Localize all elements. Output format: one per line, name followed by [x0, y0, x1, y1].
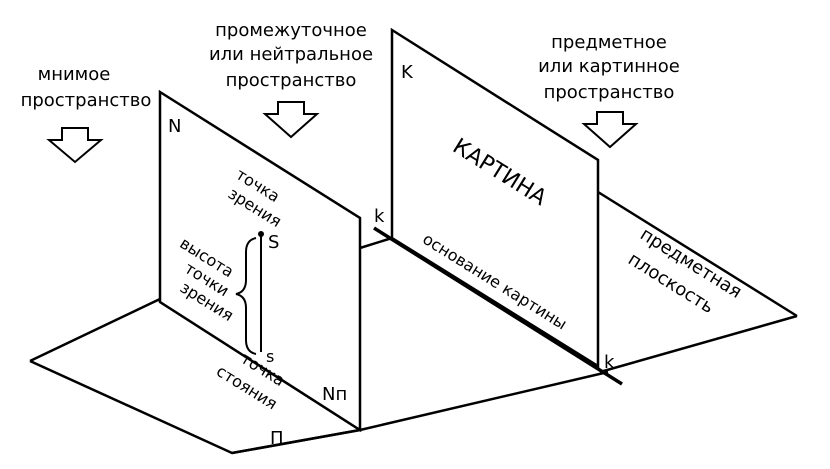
- intermediate-space-line1: промежуточное: [215, 20, 367, 41]
- picture-plane: [390, 27, 600, 369]
- label-K: K: [401, 62, 414, 83]
- ground-plane-right-edge: [359, 370, 609, 432]
- object-space-line2: или картинное: [538, 56, 680, 77]
- label-N: N: [168, 116, 181, 137]
- label-k-top: k: [374, 206, 385, 227]
- imaginary-space-line1: мнимое: [38, 64, 111, 85]
- ground-plane-back-edge: [359, 236, 393, 250]
- intermediate-space-line2: или нейтральное: [209, 44, 373, 65]
- ground-plane-front-edge: [231, 428, 361, 455]
- object-plane-outer-edge: [597, 190, 798, 318]
- point-S-dot: [258, 231, 264, 237]
- object-space-line3: пространство: [544, 82, 675, 103]
- imaginary-space-line2: пространство: [21, 90, 152, 111]
- picture-base-line: [373, 226, 623, 386]
- object-plane-front-edge: [599, 314, 798, 374]
- arrow-imaginary-space: [46, 127, 104, 164]
- label-k-bottom: k: [604, 352, 615, 373]
- label-P: П: [270, 428, 284, 449]
- point-S: S: [268, 232, 279, 253]
- arrow-object-space: [581, 111, 639, 149]
- label-Nn: Nп: [322, 384, 347, 405]
- point-s: s: [266, 347, 274, 366]
- height-brace: [235, 237, 257, 355]
- arrow-intermediate-space: [262, 101, 320, 139]
- intermediate-space-line3: пространство: [226, 70, 357, 91]
- object-space-line1: предметное: [551, 32, 667, 53]
